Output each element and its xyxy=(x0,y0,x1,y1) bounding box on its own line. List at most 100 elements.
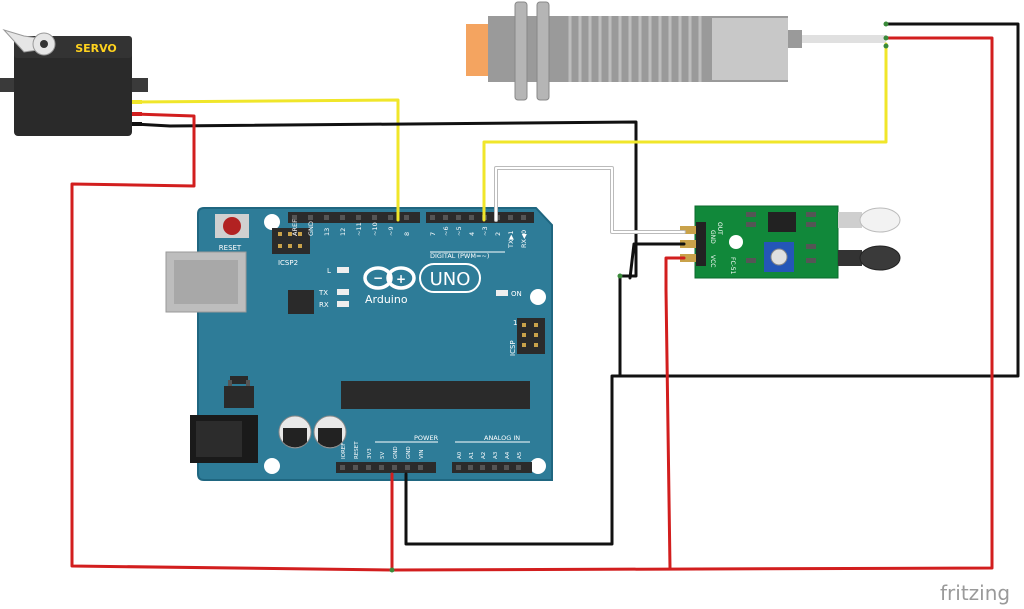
icsp2-label: ICSP2 xyxy=(278,259,298,267)
pin-label: GND xyxy=(307,221,315,236)
pin-label: A2 xyxy=(481,452,487,459)
pin-label: ~10 xyxy=(371,222,379,236)
sensor-nut-2 xyxy=(536,1,550,101)
svg-text:+: + xyxy=(396,272,406,286)
analog-label: ANALOG IN xyxy=(484,434,520,442)
capacitor-1 xyxy=(278,415,312,449)
module-model-label: FC-51 xyxy=(729,257,736,275)
brand-name: Arduino xyxy=(365,293,408,306)
analog-header xyxy=(452,462,532,473)
digital-header-left xyxy=(288,212,420,223)
mount-hole-4 xyxy=(530,458,546,474)
pin-label: RESET xyxy=(354,441,360,459)
module-ic xyxy=(768,212,796,232)
led-rx-label: RX xyxy=(319,301,329,309)
servo-mount-right xyxy=(130,78,148,92)
pin-label: GND xyxy=(393,446,399,459)
led-tx xyxy=(337,289,349,295)
wire-servo-gnd xyxy=(132,120,638,378)
mount-hole-3 xyxy=(264,458,280,474)
power-header xyxy=(336,462,436,473)
wire-ir-gnd xyxy=(628,242,686,280)
wire-ir-vcc xyxy=(664,256,686,570)
wires xyxy=(70,21,1020,573)
sensor-cap xyxy=(712,18,788,80)
arduino-logo: − + xyxy=(363,263,481,293)
pin-label: 5V xyxy=(380,452,386,459)
ir-emitter-led xyxy=(838,207,901,233)
power-label: POWER xyxy=(414,434,439,442)
proximity-sensor xyxy=(466,1,886,101)
model-name: UNO xyxy=(430,269,471,290)
wire-proximity-vcc xyxy=(390,36,994,572)
pin-label: ~3 xyxy=(481,226,489,236)
wire-servo-vcc xyxy=(70,112,394,572)
module-pin-label: OUT xyxy=(716,222,723,235)
led-rx xyxy=(337,301,349,307)
voltage-regulator xyxy=(224,376,254,408)
reset-label: RESET xyxy=(219,244,242,252)
icsp2-header xyxy=(272,228,310,254)
pin-label: VIN xyxy=(419,450,425,460)
pin-label: IOREF xyxy=(341,443,347,459)
pin-label: A5 xyxy=(517,451,523,459)
led-tx-label: TX xyxy=(318,289,328,297)
pin-label: A1 xyxy=(469,452,475,459)
pin-label: A4 xyxy=(505,451,511,459)
sensor-cable-gland xyxy=(788,30,802,48)
pin-label: TX▶1 xyxy=(507,230,515,249)
led-on-label: ON xyxy=(511,290,522,298)
pin-label: AREF xyxy=(291,219,299,236)
usb-chip xyxy=(288,290,314,314)
watermark-text: fritzing xyxy=(940,581,1010,605)
pin-label: 4 xyxy=(468,232,476,236)
pin-label: A0 xyxy=(457,451,463,459)
sensor-cable xyxy=(802,35,886,43)
servo-motor: SERVO xyxy=(0,29,148,136)
icsp-pin1-label: 1 xyxy=(513,319,517,327)
module-pin-label: VCC xyxy=(709,255,716,267)
pin-label: RX◀0 xyxy=(520,230,528,248)
led-l xyxy=(337,267,349,273)
sensor-nut-1 xyxy=(514,1,528,101)
led-on xyxy=(496,290,508,296)
pin-label: ~9 xyxy=(387,226,395,236)
pin-label: 3V3 xyxy=(367,448,373,459)
pin-label: 12 xyxy=(339,228,347,236)
mount-hole-2 xyxy=(530,289,546,305)
digital-header-right xyxy=(426,212,534,223)
pin-label: GND xyxy=(406,446,412,459)
fritzing-watermark: fritzing xyxy=(940,581,1010,605)
pin-label: ~11 xyxy=(355,222,363,236)
servo-body xyxy=(14,50,132,136)
sensor-thread xyxy=(568,16,702,82)
pin-label: ~5 xyxy=(455,226,463,236)
module-pin-label: GND xyxy=(709,230,716,244)
ir-sensor-module: OUT GND VCC FC-51 xyxy=(680,205,901,279)
module-hole xyxy=(729,235,743,249)
pin-label: A3 xyxy=(493,451,499,459)
board-pcb xyxy=(197,207,553,481)
wire-proximity-gnd xyxy=(404,22,1020,546)
pin-label: 8 xyxy=(403,232,411,236)
pin-label: 2 xyxy=(494,232,502,236)
sensor-face xyxy=(466,24,490,76)
led-l-label: L xyxy=(327,267,331,275)
wire-servo-signal xyxy=(132,98,400,222)
pin-label: 13 xyxy=(323,228,331,236)
mount-hole-1 xyxy=(264,214,280,230)
icsp-header xyxy=(517,318,545,354)
ir-receiver-led xyxy=(838,245,901,271)
icsp-label: ICSP xyxy=(509,340,517,356)
pin-label: ~6 xyxy=(442,226,450,236)
module-pins xyxy=(680,222,706,266)
digital-label: DIGITAL (PWM=~) xyxy=(430,252,489,260)
svg-text:−: − xyxy=(373,271,383,285)
servo-horn xyxy=(2,29,56,56)
wire-proximity-signal xyxy=(482,42,888,222)
pin-label: 7 xyxy=(429,232,437,236)
arduino-uno-board: RESET ICSP2 xyxy=(165,207,553,481)
capacitor-2 xyxy=(313,415,347,449)
servo-label: SERVO xyxy=(75,42,117,55)
